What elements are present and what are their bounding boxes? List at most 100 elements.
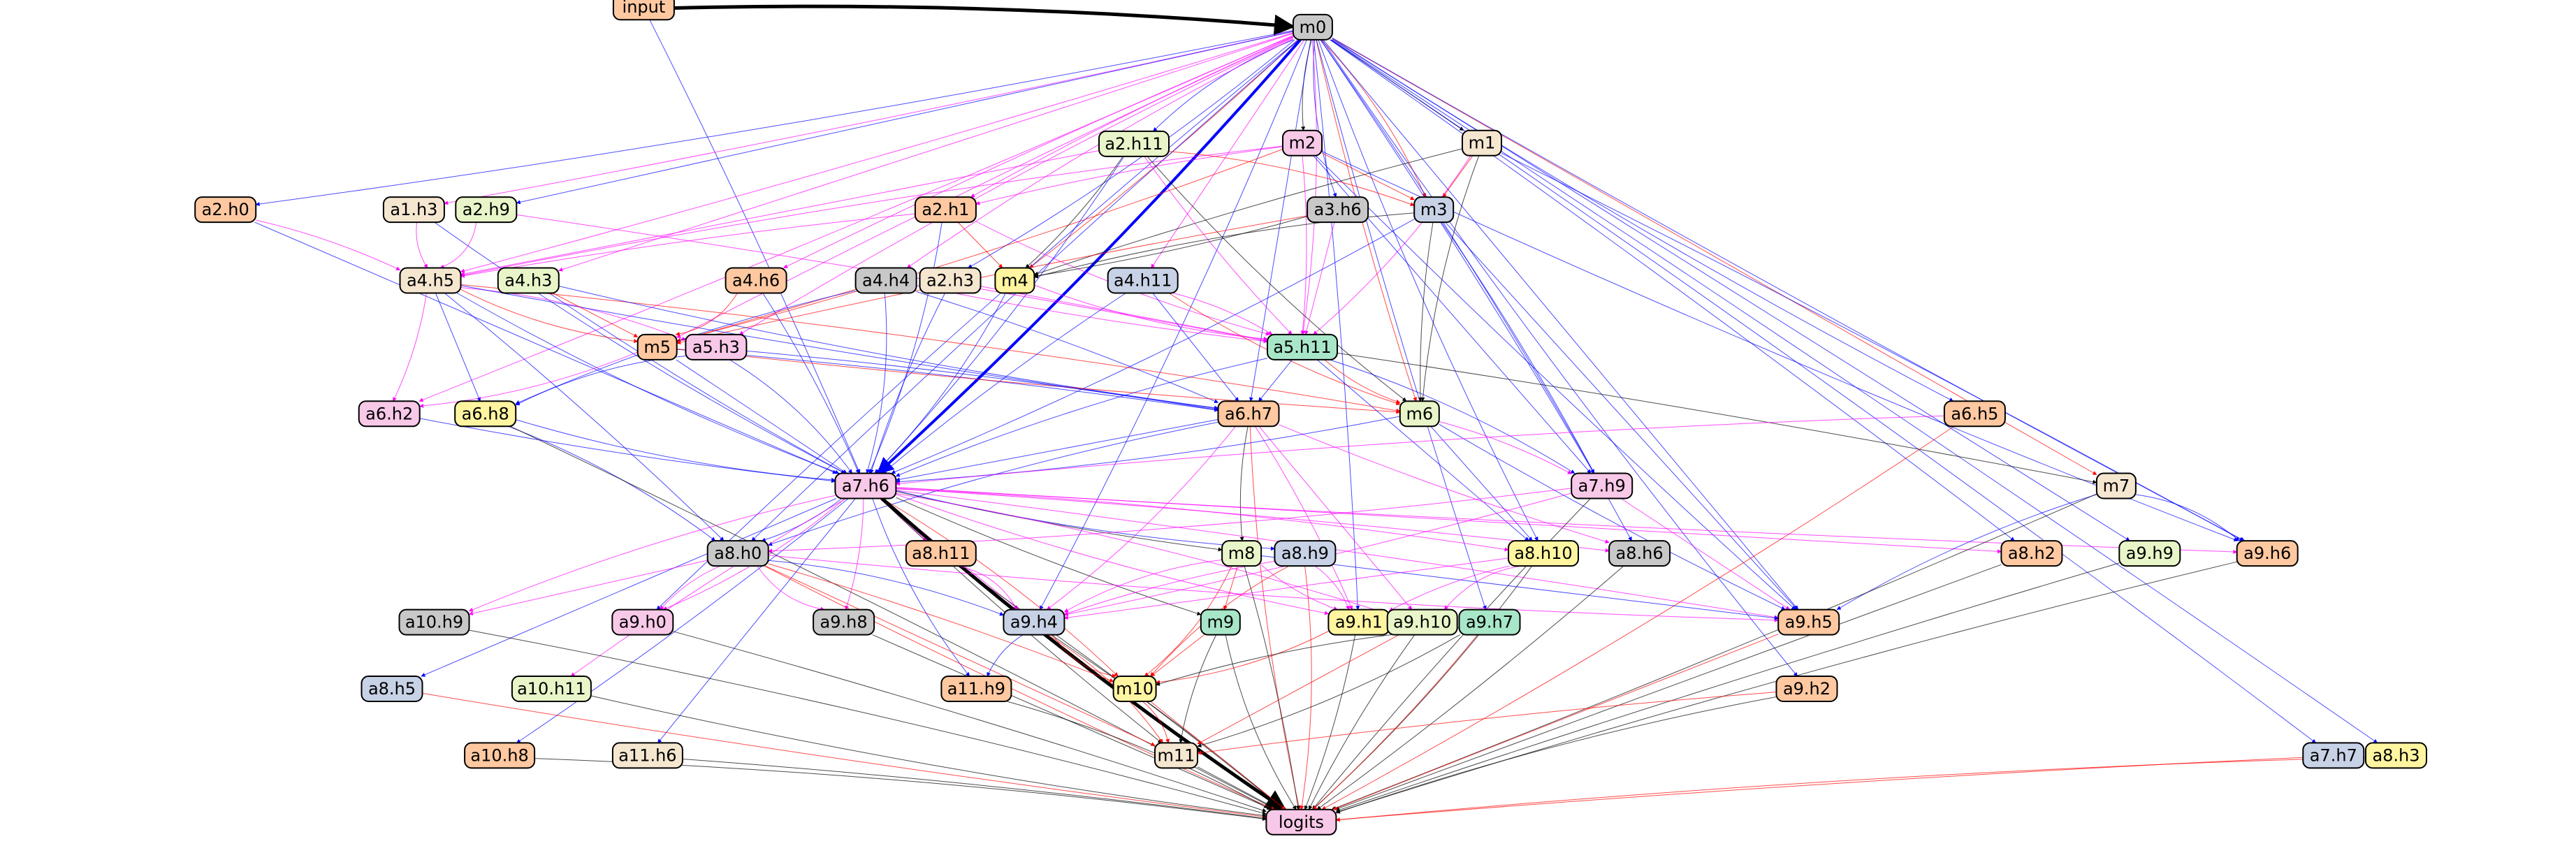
node-a6-h7: a6.h7 bbox=[1217, 400, 1280, 428]
edge-m0-to-a9.h2 bbox=[1321, 39, 1798, 677]
node-box bbox=[1217, 400, 1280, 428]
edge-a8.h2-to-logits bbox=[1334, 564, 2002, 810]
edge-a4.h4-to-a6.h8 bbox=[515, 290, 856, 404]
edge-a5.h3-to-a6.h8 bbox=[515, 356, 686, 406]
edge-a9.h5-to-logits bbox=[1332, 634, 1779, 810]
edge-a4.h3-to-m5 bbox=[552, 293, 639, 337]
node-label: a2.h1 bbox=[922, 200, 969, 219]
edge-m10-to-m11 bbox=[1142, 701, 1170, 743]
edge-a10.h11-to-logits bbox=[590, 695, 1267, 818]
node-box bbox=[1282, 129, 1323, 156]
edge-a7.h6-to-a11.h6 bbox=[657, 498, 856, 743]
edge-a9.h4-to-m10 bbox=[1052, 634, 1116, 678]
edge-a6.h8-to-a7.h6 bbox=[516, 419, 836, 482]
edge-m0-to-m2 bbox=[1301, 39, 1312, 131]
node-label: m5 bbox=[643, 337, 671, 357]
node-label: a3.h6 bbox=[1314, 200, 1362, 219]
node-a5-h3: a5.h3 bbox=[685, 333, 748, 360]
edge-a3.h6-to-a5.h11 bbox=[1304, 221, 1335, 335]
edge-m9-to-logits bbox=[1225, 634, 1297, 810]
edge-a4.h6-to-a7.h6 bbox=[762, 293, 859, 474]
node-label: logits bbox=[1279, 812, 1324, 832]
edge-a9.h0-to-logits bbox=[673, 631, 1267, 812]
edge-m6-to-a7.h6 bbox=[895, 416, 1400, 484]
node-m0: m0 bbox=[1292, 13, 1333, 41]
edge-m6-to-a7.h9 bbox=[1439, 421, 1572, 474]
edge-a6.h7-to-logits bbox=[1249, 426, 1301, 810]
node-box bbox=[813, 608, 875, 636]
edge-a7.h9-to-a9.h5 bbox=[1620, 498, 1790, 611]
node-a9-h5: a9.h5 bbox=[1777, 608, 1840, 636]
edge-a9.h10-to-logits bbox=[1308, 634, 1416, 810]
edge-a5.h11-to-m6 bbox=[1324, 359, 1401, 404]
edge-m0-to-a7.h9 bbox=[1320, 39, 1594, 474]
node-label: a9.h7 bbox=[1466, 613, 1513, 632]
node-a1-h3: a1.h3 bbox=[382, 196, 445, 224]
node-label: m0 bbox=[1300, 17, 1327, 37]
edge-m9-to-m11 bbox=[1179, 634, 1217, 743]
node-label: a9.h4 bbox=[1010, 613, 1058, 632]
edge-a7.h6-to-m10 bbox=[882, 498, 1119, 677]
edge-a8.h10-to-a9.h1 bbox=[1388, 565, 1510, 611]
edge-a4.h4-to-a6.h7 bbox=[916, 291, 1219, 403]
node-box bbox=[2118, 540, 2181, 567]
edge-m6-to-a8.h10 bbox=[1430, 425, 1533, 541]
node-a11-h9: a11.h9 bbox=[940, 676, 1012, 702]
node-m7: m7 bbox=[2095, 472, 2137, 499]
edge-a7.h6-to-a8.h5 bbox=[421, 498, 837, 677]
edge-a8.h9-to-logits bbox=[1300, 566, 1312, 810]
edge-a2.h1-to-a7.h6 bbox=[868, 222, 943, 474]
edge-m0-to-a1.h3 bbox=[444, 31, 1294, 205]
edge-m5-to-m6 bbox=[676, 348, 1401, 414]
edge-a4.h4-to-a7.h6 bbox=[866, 293, 887, 474]
node-m3: m3 bbox=[1413, 196, 1455, 224]
node-box bbox=[382, 196, 445, 224]
node-label: a4.h6 bbox=[732, 271, 780, 291]
edge-a4.h4-to-a5.h11 bbox=[916, 285, 1268, 344]
node-label: m11 bbox=[1158, 745, 1195, 765]
edge-m0-to-a9.h1 bbox=[1313, 39, 1360, 611]
node-a3-h6: a3.h6 bbox=[1307, 196, 1369, 224]
node-box bbox=[1775, 676, 1838, 702]
node-a9-h1: a9.h1 bbox=[1327, 608, 1390, 636]
edge-m0-to-a4.h5 bbox=[460, 32, 1294, 273]
edge-m5-to-a7.h6 bbox=[676, 359, 847, 474]
node-label: a2.h3 bbox=[926, 271, 974, 291]
node-box bbox=[358, 400, 421, 428]
node-box bbox=[1267, 333, 1338, 360]
node-label: a2.h0 bbox=[202, 200, 249, 219]
edge-a8.h3-to-logits bbox=[1335, 757, 2366, 822]
edge-m6-to-a9.h5 bbox=[1439, 423, 1786, 611]
node-a7-h7: a7.h7 bbox=[2302, 742, 2365, 769]
edge-m0-to-a9.h6 bbox=[1332, 37, 2246, 541]
edge-m0-to-a3.h6 bbox=[1313, 39, 1337, 198]
node-label: a9.h5 bbox=[1785, 613, 1833, 632]
node-box bbox=[361, 676, 423, 702]
node-label: a7.h7 bbox=[2310, 745, 2357, 765]
node-box bbox=[455, 196, 518, 224]
edge-m11-to-logits bbox=[1197, 766, 1279, 810]
node-box bbox=[725, 267, 787, 294]
node-box bbox=[2095, 472, 2137, 499]
node-m8: m8 bbox=[1221, 540, 1262, 567]
node-box bbox=[1112, 676, 1157, 702]
node-box bbox=[834, 472, 897, 499]
node-box bbox=[919, 267, 982, 294]
edge-m8-to-logits bbox=[1244, 565, 1300, 810]
node-m9: m9 bbox=[1200, 608, 1241, 636]
edge-m0-to-a9.h4 bbox=[1039, 39, 1307, 611]
node-box bbox=[611, 742, 683, 769]
node-box bbox=[1386, 608, 1458, 636]
edge-a4.h3-to-a7.h6 bbox=[548, 293, 845, 474]
edge-m2-to-a5.h11 bbox=[1300, 155, 1307, 335]
node-box bbox=[398, 608, 470, 636]
edge-a8.h10-to-logits bbox=[1312, 565, 1533, 810]
node-a7-h6: a7.h6 bbox=[834, 472, 897, 499]
node-a8-h9: a8.h9 bbox=[1274, 540, 1337, 567]
node-box bbox=[1413, 196, 1455, 224]
node-a2-h0: a2.h0 bbox=[194, 196, 257, 224]
node-label: a5.h11 bbox=[1273, 337, 1331, 357]
node-box bbox=[1154, 742, 1198, 769]
node-label: a8.h0 bbox=[714, 544, 762, 563]
node-label: m3 bbox=[1420, 200, 1448, 219]
